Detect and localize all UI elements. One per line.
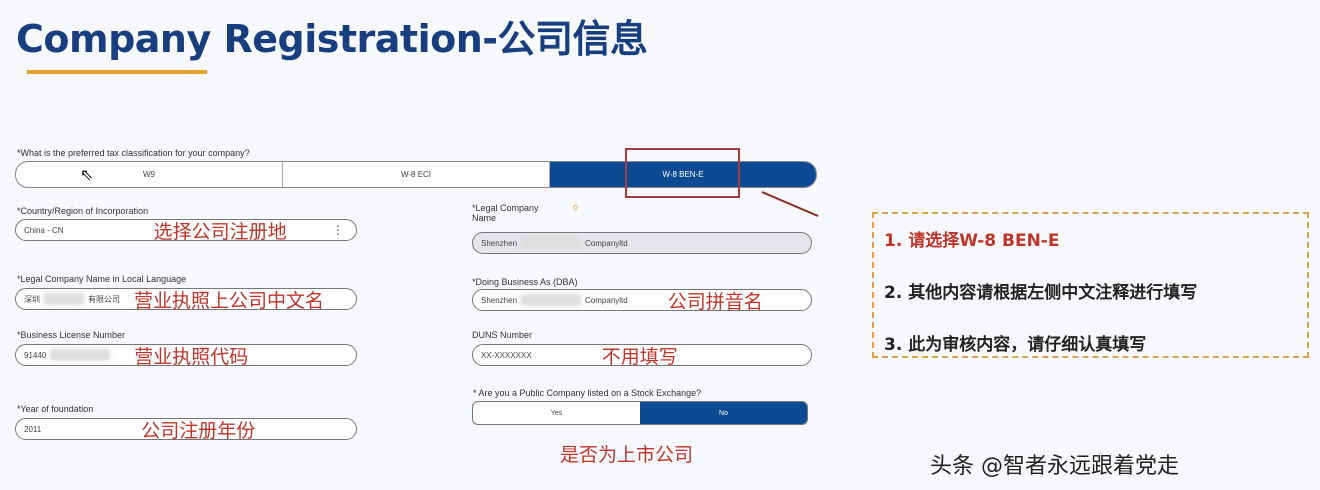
info-icon: o [573, 202, 579, 212]
instructions-box: 1. 请选择W-8 BEN-E 2. 其他内容请根据左侧中文注释进行填写 3. … [872, 212, 1309, 358]
year-note: 公司注册年份 [141, 419, 256, 442]
legal-name-suffix: Companyltd [585, 238, 628, 248]
public-yes[interactable]: Yes [550, 409, 563, 417]
license-note: 营业执照代码 [134, 345, 249, 368]
local-name-input[interactable]: 深圳 有限公司 营业执照上公司中文名 [15, 288, 357, 312]
license-input[interactable]: 91440 营业执照代码 [15, 344, 357, 368]
public-label: * Are you a Public Company listed on a S… [473, 388, 702, 398]
duns-label: DUNS Number [472, 330, 533, 340]
legal-name-input[interactable]: Shenzhen Companyltd [472, 232, 812, 254]
duns-input[interactable]: XX-XXXXXXX 不用填写 [472, 344, 812, 368]
license-label: *Business License Number [17, 330, 126, 340]
local-name-note: 营业执照上公司中文名 [134, 289, 325, 312]
country-value: China - CN [24, 225, 64, 235]
watermark: 头条 @智者永远跟着党走 [930, 454, 1179, 479]
license-value: 91440 [24, 350, 47, 360]
highlight-box [625, 148, 740, 198]
country-label: *Country/Region of Incorporation [17, 206, 149, 216]
tax-classification-selector[interactable]: W9 W-8 ECI W-8 BEN-E [15, 161, 817, 188]
title-underline [27, 70, 207, 74]
kebab-icon: ⋮ [332, 223, 344, 237]
country-note: 选择公司注册地 [153, 220, 287, 243]
redacted [521, 294, 582, 306]
tax-option-w8bene[interactable]: W-8 BEN-E [550, 162, 816, 187]
dba-input[interactable]: Shenzhen Companyltd 公司拼音名 [472, 289, 812, 313]
instruction-2: 2. 其他内容请根据左侧中文注释进行填写 [884, 283, 1198, 303]
dba-suffix: Companyltd [585, 295, 628, 305]
duns-note: 不用填写 [601, 345, 678, 368]
redacted [50, 349, 111, 361]
public-note: 是否为上市公司 [560, 444, 694, 466]
local-name-label: *Legal Company Name in Local Language [17, 274, 187, 284]
legal-name-label: *Legal Company Name [472, 203, 539, 223]
tax-question-label: *What is the preferred tax classificatio… [17, 148, 250, 158]
public-no[interactable]: No [640, 402, 807, 424]
instruction-1: 1. 请选择W-8 BEN-E [884, 231, 1060, 251]
arrow-line [761, 191, 819, 217]
year-label: *Year of foundation [17, 404, 94, 414]
dba-note: 公司拼音名 [667, 290, 763, 313]
year-value: 2011 [24, 424, 42, 434]
tax-option-w9[interactable]: W9 [16, 162, 283, 187]
cursor-icon: ⇖ [80, 167, 94, 184]
redacted [44, 293, 84, 305]
instruction-3: 3. 此为审核内容，请仔细认真填写 [884, 335, 1147, 355]
dba-label: *Doing Business As (DBA) [472, 277, 578, 287]
public-company-toggle[interactable]: Yes No [472, 401, 808, 425]
duns-value: XX-XXXXXXX [481, 350, 532, 360]
tax-option-w8eci[interactable]: W-8 ECI [283, 162, 550, 187]
legal-name-prefix: Shenzhen [481, 238, 518, 248]
dba-prefix: Shenzhen [481, 295, 518, 305]
local-name-prefix: 深圳 [24, 294, 40, 304]
local-name-suffix: 有限公司 [88, 294, 120, 304]
page-title: Company Registration-公司信息 [16, 17, 648, 61]
country-select[interactable]: China - CN 选择公司注册地 ⋮ [15, 219, 357, 243]
year-input[interactable]: 2011 公司注册年份 [15, 418, 357, 442]
redacted [521, 237, 582, 249]
